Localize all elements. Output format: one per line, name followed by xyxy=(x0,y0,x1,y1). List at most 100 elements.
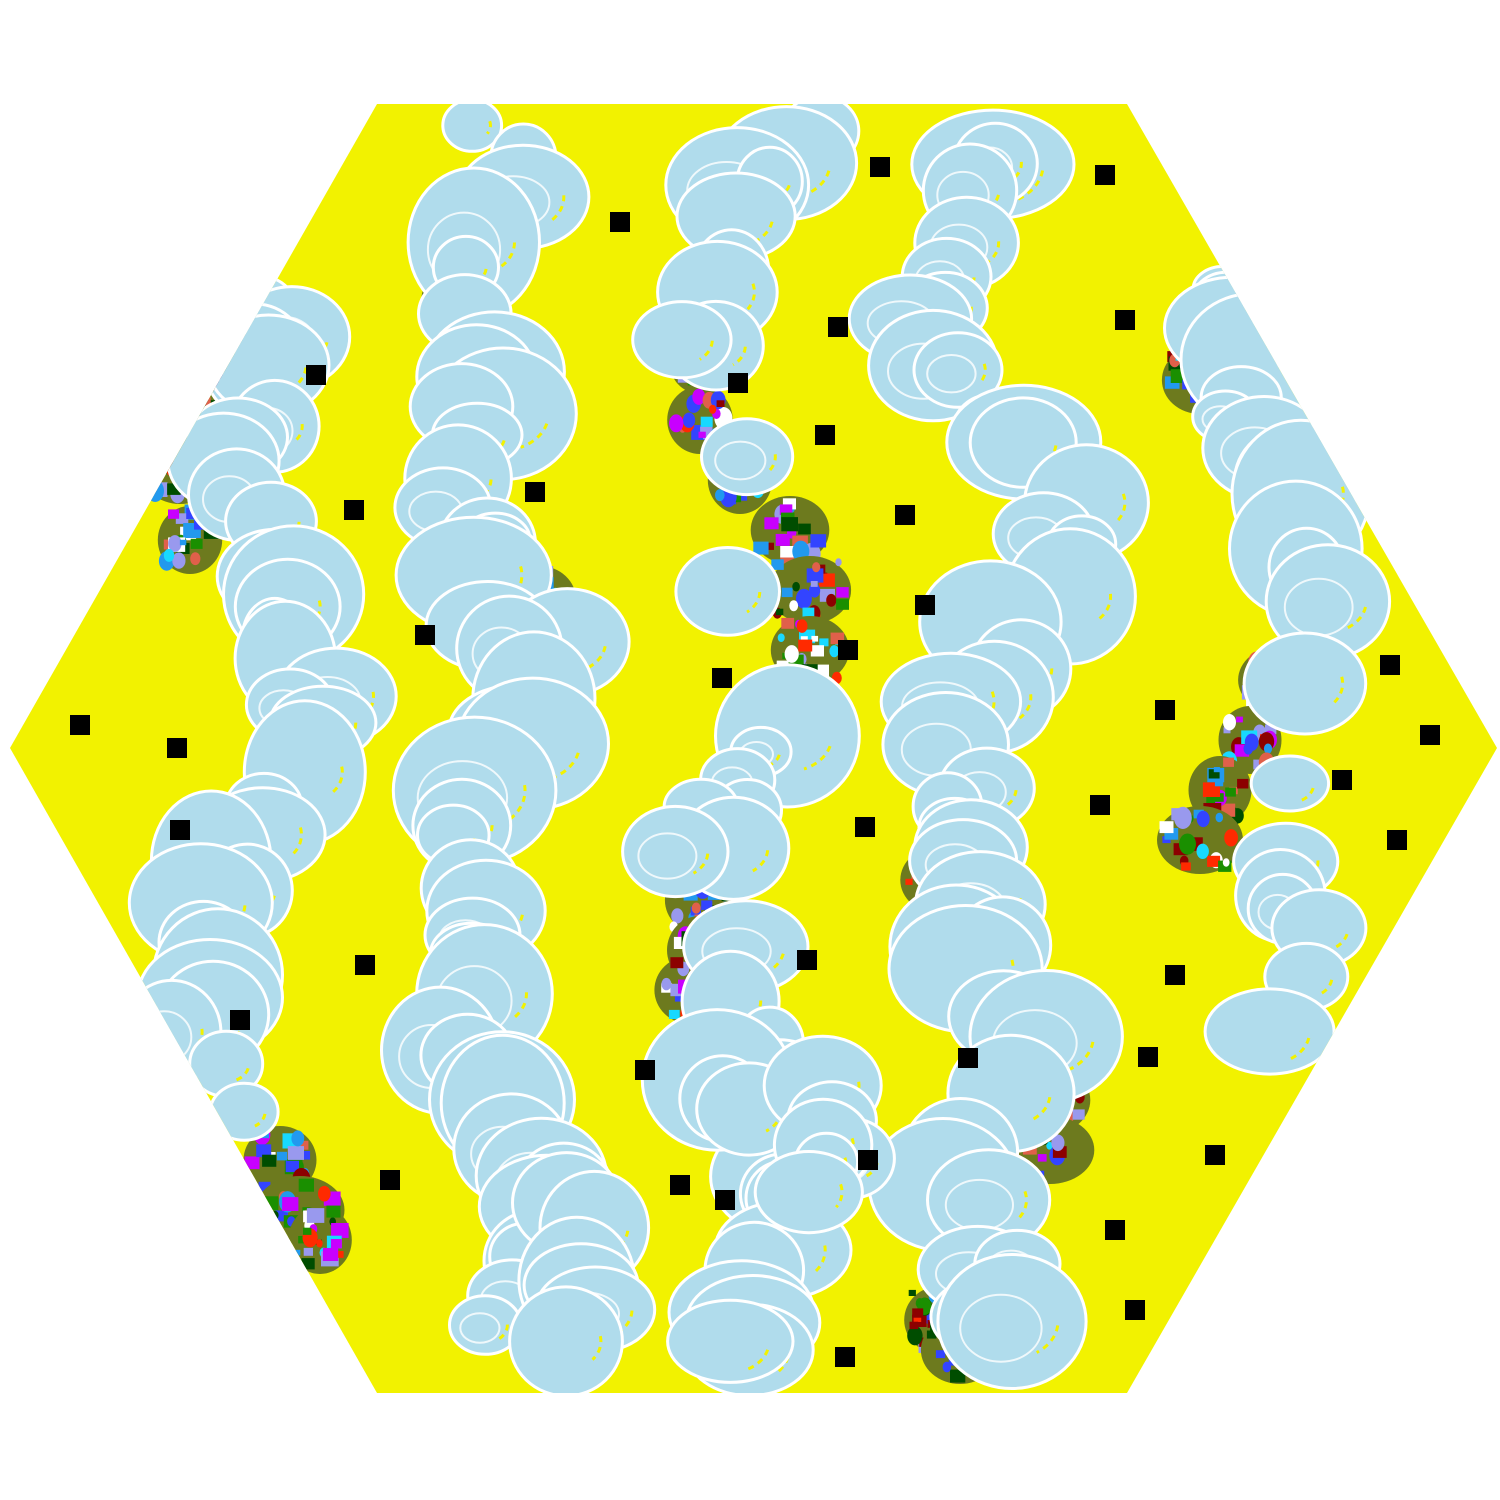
cluster-tile xyxy=(1213,793,1224,802)
cluster-tile xyxy=(306,1208,325,1223)
bubble-highlight xyxy=(1035,1325,1060,1354)
bubble-highlight xyxy=(1116,493,1127,522)
bubble-highlight xyxy=(591,1335,603,1361)
cluster-blob xyxy=(190,552,201,566)
cluster-blob xyxy=(1196,843,1209,859)
cluster-tile xyxy=(190,538,203,549)
bubble-highlight xyxy=(812,1245,827,1275)
cluster-tile xyxy=(836,587,849,598)
marker-square xyxy=(728,373,748,393)
cluster-tile xyxy=(775,533,790,546)
cluster-blob xyxy=(691,902,701,914)
cluster-tile xyxy=(913,1315,922,1322)
cluster-blob xyxy=(692,388,706,405)
cluster-tile xyxy=(1208,769,1220,779)
marker-square xyxy=(715,1190,735,1210)
cluster-blob xyxy=(318,1185,331,1202)
foam-bubble xyxy=(508,1285,624,1393)
cluster-tile xyxy=(782,498,796,510)
marker-square xyxy=(855,817,875,837)
bubble-highlight xyxy=(520,423,549,449)
cluster-tile xyxy=(214,344,226,353)
cluster-blob xyxy=(163,548,175,562)
marker-square xyxy=(870,157,890,177)
cluster-tile xyxy=(1236,716,1243,723)
cluster-tile xyxy=(912,1308,924,1318)
marker-square xyxy=(1387,830,1407,850)
cluster-tile xyxy=(189,330,203,342)
cluster-blob xyxy=(669,414,684,433)
bubble-highlight xyxy=(766,454,777,474)
cluster-tile xyxy=(282,1197,299,1211)
bubble-highlight xyxy=(287,521,301,541)
cluster-blob xyxy=(829,645,839,658)
cluster-tile xyxy=(802,607,815,618)
cluster-tile xyxy=(244,1156,260,1170)
cluster-tile xyxy=(830,632,845,645)
cluster-tile xyxy=(168,509,180,519)
bubble-ring xyxy=(637,832,698,880)
cluster-tile xyxy=(303,1227,312,1235)
bubble-highlight xyxy=(510,565,524,601)
cluster-blob xyxy=(808,583,821,598)
marker-square xyxy=(355,955,375,975)
cluster-blob xyxy=(1263,743,1273,754)
cluster-tile xyxy=(771,559,784,570)
cluster-tile xyxy=(179,539,187,546)
cluster-blob xyxy=(1222,858,1230,867)
foam-bubble xyxy=(631,300,733,380)
cluster-blob xyxy=(777,633,785,642)
cluster-blob xyxy=(146,479,164,502)
cluster-tile xyxy=(810,645,824,657)
cluster-tile xyxy=(184,333,195,344)
marker-square xyxy=(670,1175,690,1195)
marker-square xyxy=(915,595,935,615)
bubble-highlight xyxy=(744,1349,770,1372)
cluster-blob xyxy=(835,558,842,567)
cluster-blob xyxy=(291,1130,305,1147)
cluster-tile xyxy=(285,1160,299,1173)
cluster-tile xyxy=(298,1178,314,1192)
cluster-blob xyxy=(715,489,725,502)
cluster-tile xyxy=(1207,855,1221,867)
cluster-blob xyxy=(942,1361,952,1373)
cluster-tile xyxy=(1223,727,1231,734)
cluster-blob xyxy=(796,619,808,633)
marker-square xyxy=(895,505,915,525)
cluster-blob xyxy=(671,908,684,924)
marker-square xyxy=(1125,1300,1145,1320)
cluster-tile xyxy=(258,1181,271,1192)
cluster-tile xyxy=(670,957,684,969)
bubble-highlight xyxy=(498,242,516,270)
bubble-highlight xyxy=(485,120,492,135)
bubble-highlight xyxy=(292,423,304,444)
bubble-highlight xyxy=(962,277,976,296)
foam-bubble xyxy=(441,104,504,153)
marker-square xyxy=(525,482,545,502)
bubble-highlight xyxy=(509,784,527,820)
foam-bubble xyxy=(753,1150,864,1235)
cluster-blob xyxy=(1223,714,1236,731)
cluster-tile xyxy=(935,1350,946,1359)
bubble-highlight xyxy=(1069,1041,1095,1071)
bubble-highlight xyxy=(1096,593,1113,622)
bubble-highlight xyxy=(692,853,710,875)
cluster-tile xyxy=(300,1151,311,1160)
foam-bubble xyxy=(1242,631,1368,736)
marker-square xyxy=(610,212,630,232)
cluster-tile xyxy=(810,581,818,587)
cluster-blob xyxy=(203,328,222,350)
cluster-tile xyxy=(256,1144,272,1158)
cluster-blob xyxy=(907,1326,923,1346)
bubble-highlight xyxy=(549,195,566,223)
cluster-tile xyxy=(261,1219,271,1227)
cluster-tile xyxy=(806,568,824,583)
cluster-tile xyxy=(1214,779,1224,787)
cluster-blob xyxy=(172,552,186,569)
bubble-highlight xyxy=(804,170,831,196)
black-markers xyxy=(70,157,1440,1367)
bubble-highlight xyxy=(746,283,756,311)
marker-square xyxy=(1138,1047,1158,1067)
cluster-tile xyxy=(199,373,207,380)
